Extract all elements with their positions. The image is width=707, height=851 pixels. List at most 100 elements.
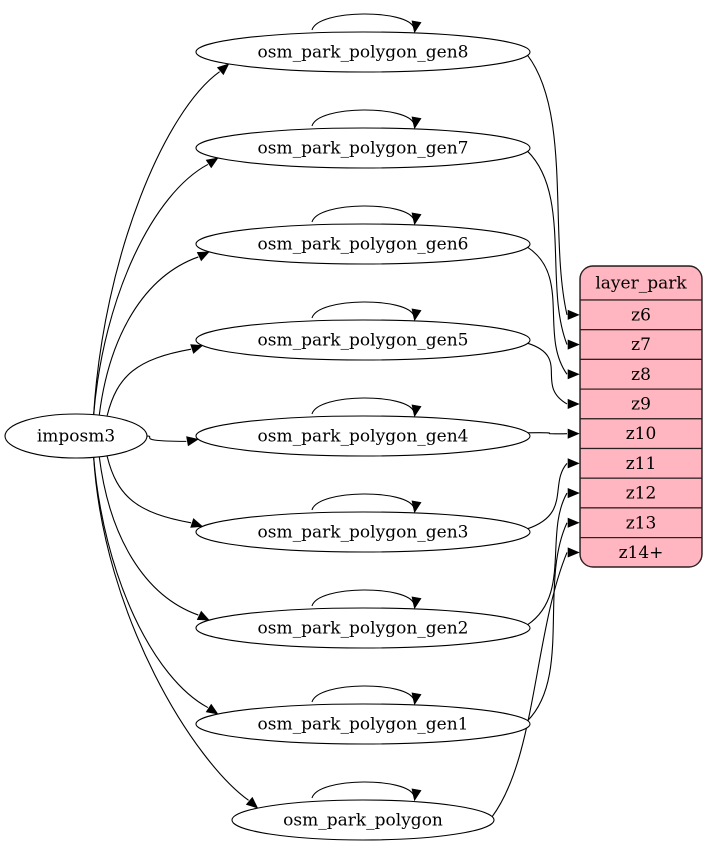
arrowhead-imposm3-to-gen5 <box>190 344 204 354</box>
nodes-layer: imposm3 osm_park_polygon_gen8 osm_park_pol… <box>4 31 531 841</box>
arrowhead-self-loop-gen7 <box>411 116 422 130</box>
arrowhead-base-to-z14+ <box>567 547 580 558</box>
self-loop-gen3 <box>311 493 415 511</box>
table-header-cell <box>580 266 702 301</box>
node-gen1-shape[interactable] <box>195 703 531 745</box>
node-gen6[interactable]: osm_park_polygon_gen6 <box>195 223 531 265</box>
node-gen1-label: osm_park_polygon_gen1 <box>258 715 469 735</box>
edge-imposm3-to-gen4 <box>146 435 187 442</box>
arrowhead-imposm3-to-gen4 <box>186 436 199 447</box>
table-row-label-z14+: z14+ <box>619 543 664 563</box>
edge-imposm3-to-base <box>93 456 249 801</box>
node-gen1[interactable]: osm_park_polygon_gen1 <box>195 703 531 745</box>
node-imposm3-shape[interactable] <box>4 413 148 459</box>
table-outline <box>579 265 703 568</box>
edge-base-to-z14+ <box>491 552 568 818</box>
edges-layer <box>93 54 580 818</box>
table-row-z9[interactable] <box>580 388 702 420</box>
node-imposm3[interactable]: imposm3 <box>4 413 148 459</box>
arrowhead-gen3-to-z11 <box>567 458 580 469</box>
edge-gen2-to-z12 <box>527 492 568 626</box>
self-loops-layer <box>311 13 422 802</box>
table-row-label-z9: z9 <box>631 394 651 414</box>
table-row-label-z6: z6 <box>631 305 651 325</box>
node-gen7-shape[interactable] <box>195 127 531 169</box>
arrowhead-gen4-to-z10 <box>567 428 580 439</box>
arrowhead-self-loop-gen1 <box>411 692 422 706</box>
arrowhead-self-loop-gen6 <box>411 212 422 226</box>
node-gen7[interactable]: osm_park_polygon_gen7 <box>195 127 531 169</box>
table-header-label: layer_park <box>595 274 687 294</box>
node-imposm3-label: imposm3 <box>37 427 115 447</box>
self-loop-gen8 <box>311 13 415 31</box>
node-gen2-shape[interactable] <box>195 607 531 649</box>
self-loop-gen1 <box>311 685 415 703</box>
edge-gen1-to-z13 <box>527 522 568 722</box>
arrowhead-gen7-to-z7 <box>567 339 580 350</box>
node-gen4[interactable]: osm_park_polygon_gen4 <box>195 415 531 457</box>
node-base-label: osm_park_polygon <box>283 811 443 831</box>
table-row-label-z7: z7 <box>631 335 651 355</box>
node-gen2-label: osm_park_polygon_gen2 <box>258 619 469 639</box>
edge-gen6-to-z8 <box>527 246 568 375</box>
arrowhead-gen5-to-z9 <box>567 398 580 410</box>
table-row-z7[interactable] <box>580 329 702 361</box>
node-gen4-label: osm_park_polygon_gen4 <box>258 427 469 447</box>
arrowhead-gen8-to-z6 <box>567 309 580 320</box>
node-gen3[interactable]: osm_park_polygon_gen3 <box>195 511 531 553</box>
node-gen5-label: osm_park_polygon_gen5 <box>258 331 469 351</box>
node-gen5-shape[interactable] <box>195 319 531 361</box>
table-row-z13[interactable] <box>580 507 702 539</box>
edge-imposm3-to-gen3 <box>106 456 192 524</box>
arrowhead-imposm3-to-gen3 <box>190 518 204 528</box>
table-row-label-z11: z11 <box>626 454 657 474</box>
node-base[interactable]: osm_park_polygon <box>231 799 495 841</box>
node-gen8[interactable]: osm_park_polygon_gen8 <box>195 31 531 73</box>
self-loop-gen5 <box>311 301 415 319</box>
node-gen7-label: osm_park_polygon_gen7 <box>258 139 469 159</box>
node-base-shape[interactable] <box>231 799 495 841</box>
edge-imposm3-to-gen6 <box>98 256 199 416</box>
edge-imposm3-to-gen5 <box>106 348 192 416</box>
edge-gen5-to-z9 <box>527 342 568 405</box>
arrowhead-imposm3-to-gen8 <box>216 63 230 76</box>
arrowhead-imposm3-to-gen1 <box>205 703 219 715</box>
arrowhead-imposm3-to-gen6 <box>196 251 210 262</box>
edge-imposm3-to-gen8 <box>93 71 220 416</box>
node-gen6-shape[interactable] <box>195 223 531 265</box>
edge-imposm3-to-gen2 <box>98 456 199 616</box>
arrowhead-self-loop-gen3 <box>411 500 422 514</box>
node-gen8-label: osm_park_polygon_gen8 <box>258 43 469 63</box>
edge-gen8-to-z6 <box>527 54 568 315</box>
table-row-label-z10: z10 <box>626 424 657 444</box>
table-row-z14+[interactable] <box>580 536 702 568</box>
table-row-z6[interactable] <box>580 299 702 331</box>
self-loop-gen7 <box>311 109 415 127</box>
edge-gen3-to-z11 <box>527 462 568 530</box>
arrowhead-self-loop-gen2 <box>411 596 422 610</box>
self-loop-base <box>311 781 415 799</box>
self-loop-gen4 <box>311 397 415 415</box>
arrowhead-imposm3-to-gen2 <box>196 610 210 621</box>
arrowhead-imposm3-to-base <box>245 796 259 809</box>
node-gen8-shape[interactable] <box>195 31 531 73</box>
self-loop-gen6 <box>311 205 415 223</box>
edge-gen7-to-z7 <box>527 150 568 345</box>
node-gen3-shape[interactable] <box>195 511 531 553</box>
node-gen4-shape[interactable] <box>195 415 531 457</box>
node-gen5[interactable]: osm_park_polygon_gen5 <box>195 319 531 361</box>
arrowhead-gen2-to-z12 <box>567 487 580 499</box>
table-row-label-z8: z8 <box>631 365 651 385</box>
arrowhead-imposm3-to-gen7 <box>205 157 219 169</box>
node-gen2[interactable]: osm_park_polygon_gen2 <box>195 607 531 649</box>
self-loop-gen2 <box>311 589 415 607</box>
node-gen3-label: osm_park_polygon_gen3 <box>258 523 469 543</box>
arrowhead-self-loop-gen5 <box>411 308 422 322</box>
edge-imposm3-to-gen1 <box>93 456 209 709</box>
arrowhead-gen6-to-z8 <box>567 369 580 380</box>
arrowhead-self-loop-base <box>411 788 422 802</box>
edge-gen4-to-z10 <box>527 432 568 435</box>
